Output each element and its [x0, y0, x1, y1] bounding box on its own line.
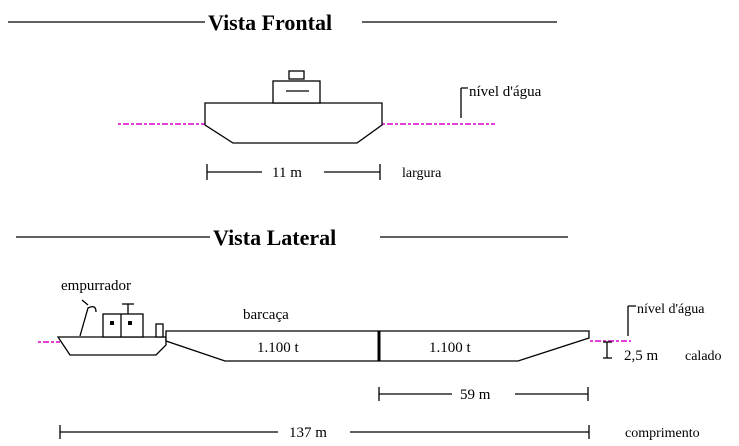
pusher-stack — [155, 323, 164, 338]
frontal-water-marker — [460, 87, 468, 118]
width-value: 11 m — [272, 165, 302, 181]
lateral-title: Vista Lateral — [213, 225, 336, 250]
frontal-hull — [204, 102, 383, 144]
frontal-chimney — [288, 70, 305, 80]
barge-train: 1.100 t 1.100 t — [165, 330, 590, 362]
lateral-view: Vista Lateral empurrador barcaça 1.100 t… — [16, 225, 722, 441]
pusher-hull — [56, 336, 167, 356]
length-label: comprimento — [625, 426, 700, 441]
width-label: largura — [402, 166, 442, 181]
cargo-left: 1.100 t — [257, 340, 300, 356]
frontal-water-label: nível d'água — [469, 84, 542, 100]
frontal-cabin — [272, 80, 321, 104]
barge-label: barcaça — [243, 307, 289, 323]
lateral-water-marker — [627, 305, 636, 336]
frontal-view: Vista Frontal nível d'água 11 m largura — [8, 10, 557, 181]
draft-value: 2,5 m — [624, 348, 659, 364]
cargo-right: 1.100 t — [429, 340, 472, 356]
total-length: 137 m — [289, 425, 327, 441]
pusher-bow-structure — [79, 306, 97, 337]
frontal-title: Vista Frontal — [208, 10, 332, 35]
pusher-window-right — [128, 321, 132, 325]
barge-length: 59 m — [460, 387, 491, 403]
pusher-cabin — [102, 313, 144, 338]
pusher-label: empurrador — [61, 278, 131, 294]
lateral-water-label: nível d'água — [637, 302, 705, 317]
pusher-mast — [81, 299, 89, 306]
pusher-boat — [56, 299, 167, 356]
draft-label: calado — [685, 349, 722, 364]
pusher-window-left — [110, 321, 114, 325]
